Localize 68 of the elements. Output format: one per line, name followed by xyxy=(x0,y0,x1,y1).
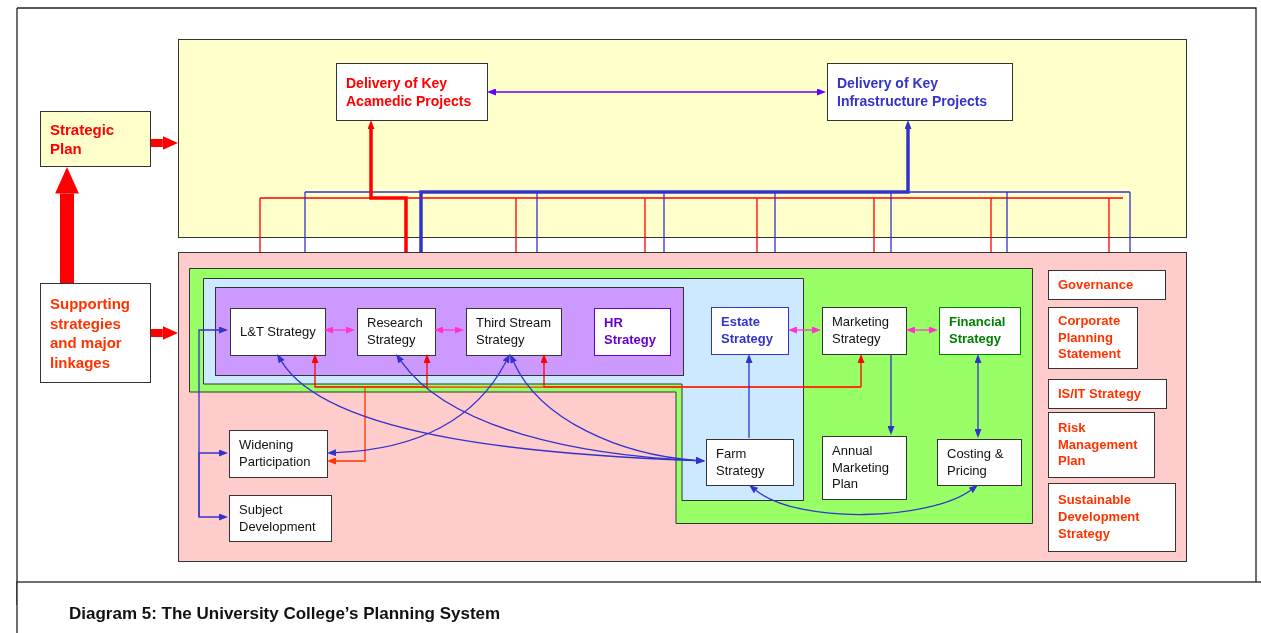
strategy-box xyxy=(706,439,794,486)
strategy-box xyxy=(1048,270,1166,300)
box-label: Governance xyxy=(1058,276,1135,294)
box-label: Subject Development xyxy=(239,501,317,536)
box-label: Supporting strategies and major linkages xyxy=(50,294,131,372)
strategy-box xyxy=(466,308,562,356)
arrow xyxy=(887,353,895,435)
panel-background xyxy=(178,39,1187,238)
arrow xyxy=(745,354,753,439)
box-label: Sustainable Development Strategy xyxy=(1058,492,1141,543)
arrow xyxy=(324,326,355,334)
box-label: Risk Management Plan xyxy=(1058,419,1139,471)
panel-background xyxy=(178,252,1187,562)
strategy-box xyxy=(40,111,151,167)
strategy-box xyxy=(229,430,328,478)
arrow xyxy=(55,167,79,283)
strategy-box xyxy=(822,436,907,500)
arrow xyxy=(367,120,408,252)
strategy-box xyxy=(357,308,436,356)
box-label: Widening Participation xyxy=(239,437,312,471)
strategy-box xyxy=(822,307,907,355)
box-label: L&T Strategy xyxy=(240,323,317,341)
arrow xyxy=(311,354,366,388)
arrow xyxy=(198,449,228,506)
strategy-box xyxy=(230,308,326,356)
arrow xyxy=(906,326,938,334)
strategy-box xyxy=(1048,412,1155,478)
box-label: Marketing Strategy xyxy=(832,314,891,348)
arrow xyxy=(327,354,511,457)
box-label: HR Strategy xyxy=(604,315,658,349)
arrow xyxy=(974,354,982,438)
arrow xyxy=(151,136,178,150)
box-label: Strategic Plan xyxy=(50,119,116,159)
box-label: Research Strategy xyxy=(367,315,424,349)
box-label: Corporate Planning Statement xyxy=(1058,312,1122,364)
strategy-box xyxy=(827,63,1013,121)
arrow xyxy=(327,386,862,465)
panel-background xyxy=(215,287,684,376)
arrow xyxy=(487,88,826,96)
arrow xyxy=(509,354,705,464)
box-label: Third Stream Strategy xyxy=(476,315,553,349)
arrow xyxy=(395,354,705,465)
box-label: Farm Strategy xyxy=(716,445,766,480)
strategy-box xyxy=(1048,483,1176,552)
box-label: Estate Strategy xyxy=(721,314,775,348)
arrow xyxy=(419,120,912,252)
caption: Diagram 5: The University College’s Planning System xyxy=(69,604,501,624)
arrow xyxy=(748,485,979,516)
strategy-box xyxy=(594,308,671,356)
strategy-box xyxy=(1048,307,1138,369)
box-label: Delivery of Key Acamedic Projects xyxy=(346,73,473,111)
box-label: Annual Marketing Plan xyxy=(832,442,891,494)
strategy-box xyxy=(40,283,151,383)
strategy-box xyxy=(1048,379,1167,409)
arrow xyxy=(198,504,228,521)
strategy-box xyxy=(711,307,789,355)
strategy-box xyxy=(939,307,1021,355)
arrow xyxy=(788,326,821,334)
strategy-box xyxy=(229,495,332,542)
box-label: Delivery of Key Infrastructure Projects xyxy=(837,73,989,111)
strategy-box xyxy=(937,439,1022,486)
strategy-box xyxy=(336,63,488,121)
box-label: Costing & Pricing xyxy=(947,445,1005,480)
arrow xyxy=(857,354,865,388)
arrow xyxy=(434,326,464,334)
box-label: Financial Strategy xyxy=(949,314,1007,348)
arrow xyxy=(151,326,178,340)
box-label: IS/IT Strategy xyxy=(1058,385,1143,403)
